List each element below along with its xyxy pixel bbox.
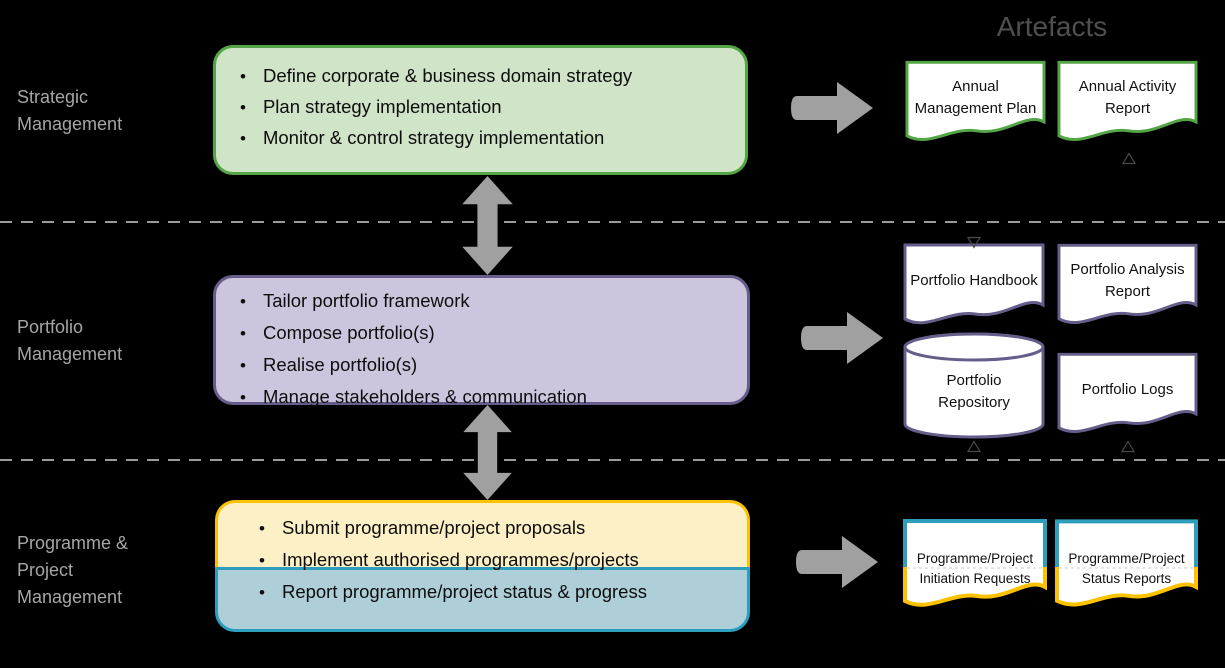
strategic-activities-box: • Define corporate & business domain stra… (213, 45, 748, 175)
programme-box-teal-half (215, 567, 750, 632)
activity-item: • Define corporate & business domain stra… (240, 61, 632, 92)
activity-item: • Monitor & control strategy implementati… (240, 123, 632, 154)
connector-arrowhead-up-icon (1121, 440, 1135, 453)
activity-text: Realise portfolio(s) (262, 354, 418, 375)
bullet-icon: • (240, 292, 246, 311)
activity-item: • Implement authorised programmes/project… (259, 544, 647, 576)
document-icon (1057, 60, 1198, 141)
arrow-right-icon (796, 536, 878, 588)
artefact-portfolio-logs: Portfolio Logs (1057, 352, 1198, 444)
artefact-annual-management-plan: Annual Management Plan (905, 60, 1046, 152)
bullet-icon: • (240, 129, 246, 148)
artefact-portfolio-handbook: Portfolio Handbook (903, 243, 1045, 335)
strategic-activities-list: • Define corporate & business domain stra… (240, 61, 632, 154)
activity-text: Submit programme/project proposals (281, 517, 586, 538)
document-icon (903, 519, 1047, 607)
double-arrow-vertical-icon (463, 404, 512, 501)
artefact-portfolio-repository: Portfolio Repository (903, 332, 1045, 440)
portfolio-activities-list: • Tailor portfolio framework • Compose por… (240, 285, 587, 413)
artefact-label: Annual Management Plan (914, 77, 1037, 117)
artefact-label: Programme/Project Status Reports (1068, 551, 1185, 586)
bullet-icon: • (259, 551, 265, 570)
bullet-icon: • (240, 388, 246, 407)
activity-item: • Report programme/project status & progr… (259, 576, 647, 608)
document-icon (905, 60, 1046, 141)
lane-divider-bottom (0, 459, 1225, 461)
lane-label-strategic: Strategic Management (17, 87, 123, 134)
artefact-annual-activity-report: Annual Activity Report (1057, 60, 1198, 152)
artefact-label: Annual Activity Report (1078, 77, 1177, 117)
artefact-programme-project-initiation-requests: Programme/Project Initiation Requests (903, 519, 1047, 619)
portfolio-activities-box: • Tailor portfolio framework • Compose por… (213, 275, 750, 407)
lane-divider-top (0, 221, 1225, 223)
bullet-icon: • (259, 583, 265, 602)
programme-activities-list: • Submit programme/project proposals • Imp… (259, 512, 647, 608)
document-icon (903, 243, 1045, 325)
activity-item: • Tailor portfolio framework (240, 285, 587, 317)
activity-text: Define corporate & business domain strat… (262, 65, 633, 86)
artefact-label: Programme/Project Initiation Requests (916, 551, 1034, 586)
bullet-icon: • (240, 98, 246, 117)
connector-arrowhead-down-icon (967, 236, 981, 249)
activity-item: • Plan strategy implementation (240, 92, 632, 123)
artefacts-column-title: Artefacts (996, 11, 1108, 42)
activity-item: • Submit programme/project proposals (259, 512, 647, 544)
artefact-label: Portfolio Handbook (910, 271, 1038, 289)
bullet-icon: • (259, 519, 265, 538)
programme-box-yellow-half (215, 500, 750, 570)
lane-label-portfolio: Portfolio Management (17, 317, 123, 364)
activity-item: • Compose portfolio(s) (240, 317, 587, 349)
database-icon (903, 332, 1045, 439)
bullet-icon: • (240, 67, 246, 86)
artefact-label: Portfolio Logs (1081, 380, 1174, 398)
document-icon (1057, 352, 1198, 433)
double-arrow-vertical-icon (462, 176, 513, 275)
activity-text: Monitor & control strategy implementatio… (262, 127, 605, 148)
connector-arrowhead-up-icon (1122, 152, 1136, 165)
activity-item: • Manage stakeholders & communication (240, 381, 587, 413)
document-icon (1055, 519, 1198, 607)
artefact-portfolio-analysis-report: Portfolio Analysis Report (1057, 243, 1198, 335)
artefact-label: Portfolio Repository (938, 372, 1010, 412)
bullet-icon: • (240, 324, 246, 343)
activity-item: • Realise portfolio(s) (240, 349, 587, 381)
programme-activities-box: • Submit programme/project proposals • Imp… (215, 500, 750, 632)
lane-label-programme-project: Programme & Project Management (17, 533, 129, 607)
connector-arrowhead-up-icon (967, 440, 981, 453)
bullet-icon: • (240, 356, 246, 375)
artefact-label: Portfolio Analysis Report (1070, 260, 1185, 300)
activity-text: Tailor portfolio framework (262, 290, 470, 311)
artefact-programme-project-status-reports: Programme/Project Status Reports (1055, 519, 1198, 619)
arrow-right-icon (801, 312, 883, 364)
document-icon (1057, 243, 1198, 324)
activity-text: Report programme/project status & progre… (281, 581, 647, 602)
activity-text: Plan strategy implementation (262, 96, 502, 117)
activity-text: Manage stakeholders & communication (262, 386, 587, 407)
arrow-right-icon (791, 82, 873, 134)
activity-text: Compose portfolio(s) (262, 322, 435, 343)
activity-text: Implement authorised programmes/projects (281, 549, 639, 570)
